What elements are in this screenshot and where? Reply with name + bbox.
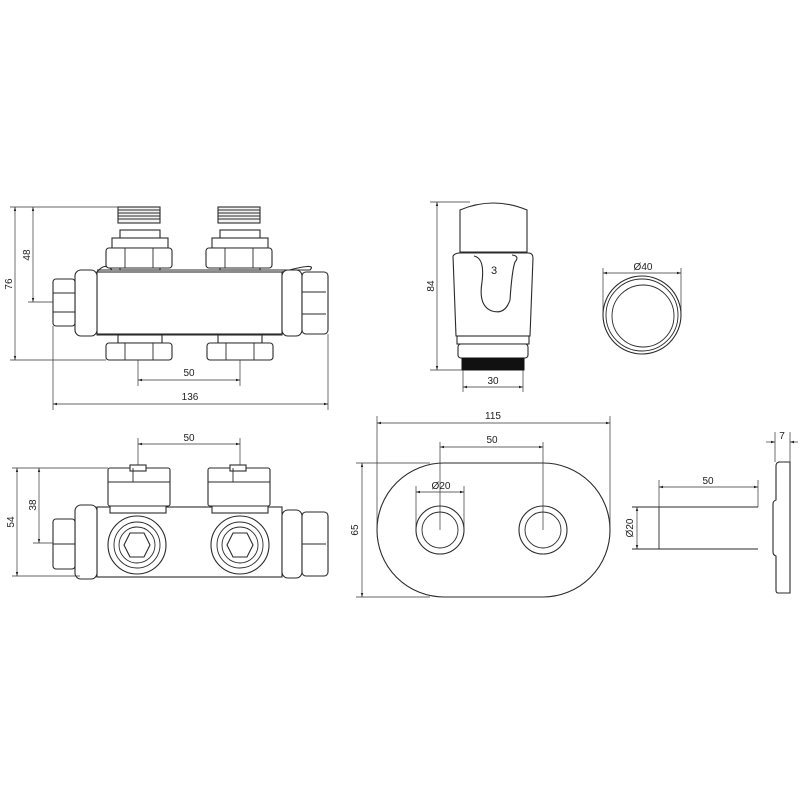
valve-bottom-view: 50 54 38 — [6, 433, 329, 580]
dial-number: 3 — [491, 265, 497, 277]
dim-height-partial: 38 — [28, 499, 39, 511]
dim-height: 84 — [426, 280, 437, 292]
top-connector-left — [105, 206, 173, 271]
ring-top-view: Ø40 — [602, 262, 682, 355]
dim-height-total: 76 — [4, 278, 15, 290]
dim-spacing: 50 — [486, 435, 498, 446]
dim-spacing: 50 — [183, 433, 195, 444]
dim-height: 65 — [350, 524, 361, 536]
dim-width: 136 — [182, 392, 199, 403]
sleeve-side-view: 50 Ø20 — [625, 476, 759, 550]
top-connector-right — [205, 206, 273, 271]
dim-thickness: 7 — [779, 431, 785, 442]
valve-front-view: 76 48 50 136 — [4, 206, 329, 410]
dim-hole-diameter: Ø20 — [432, 481, 451, 492]
plate-side-view: 7 — [766, 431, 798, 594]
thermostat-head: 3 84 30 — [426, 201, 534, 392]
dim-diameter: Ø40 — [634, 262, 653, 273]
dim-width: 115 — [485, 411, 501, 422]
cover-plate: 115 50 Ø20 65 — [350, 411, 611, 598]
dim-spacing: 50 — [183, 368, 195, 379]
dim-height-total: 54 — [6, 516, 17, 528]
dim-length: 50 — [702, 476, 714, 487]
dim-diameter: Ø20 — [625, 518, 636, 537]
dim-height-partial: 48 — [22, 249, 33, 261]
dim-width: 30 — [487, 376, 499, 387]
